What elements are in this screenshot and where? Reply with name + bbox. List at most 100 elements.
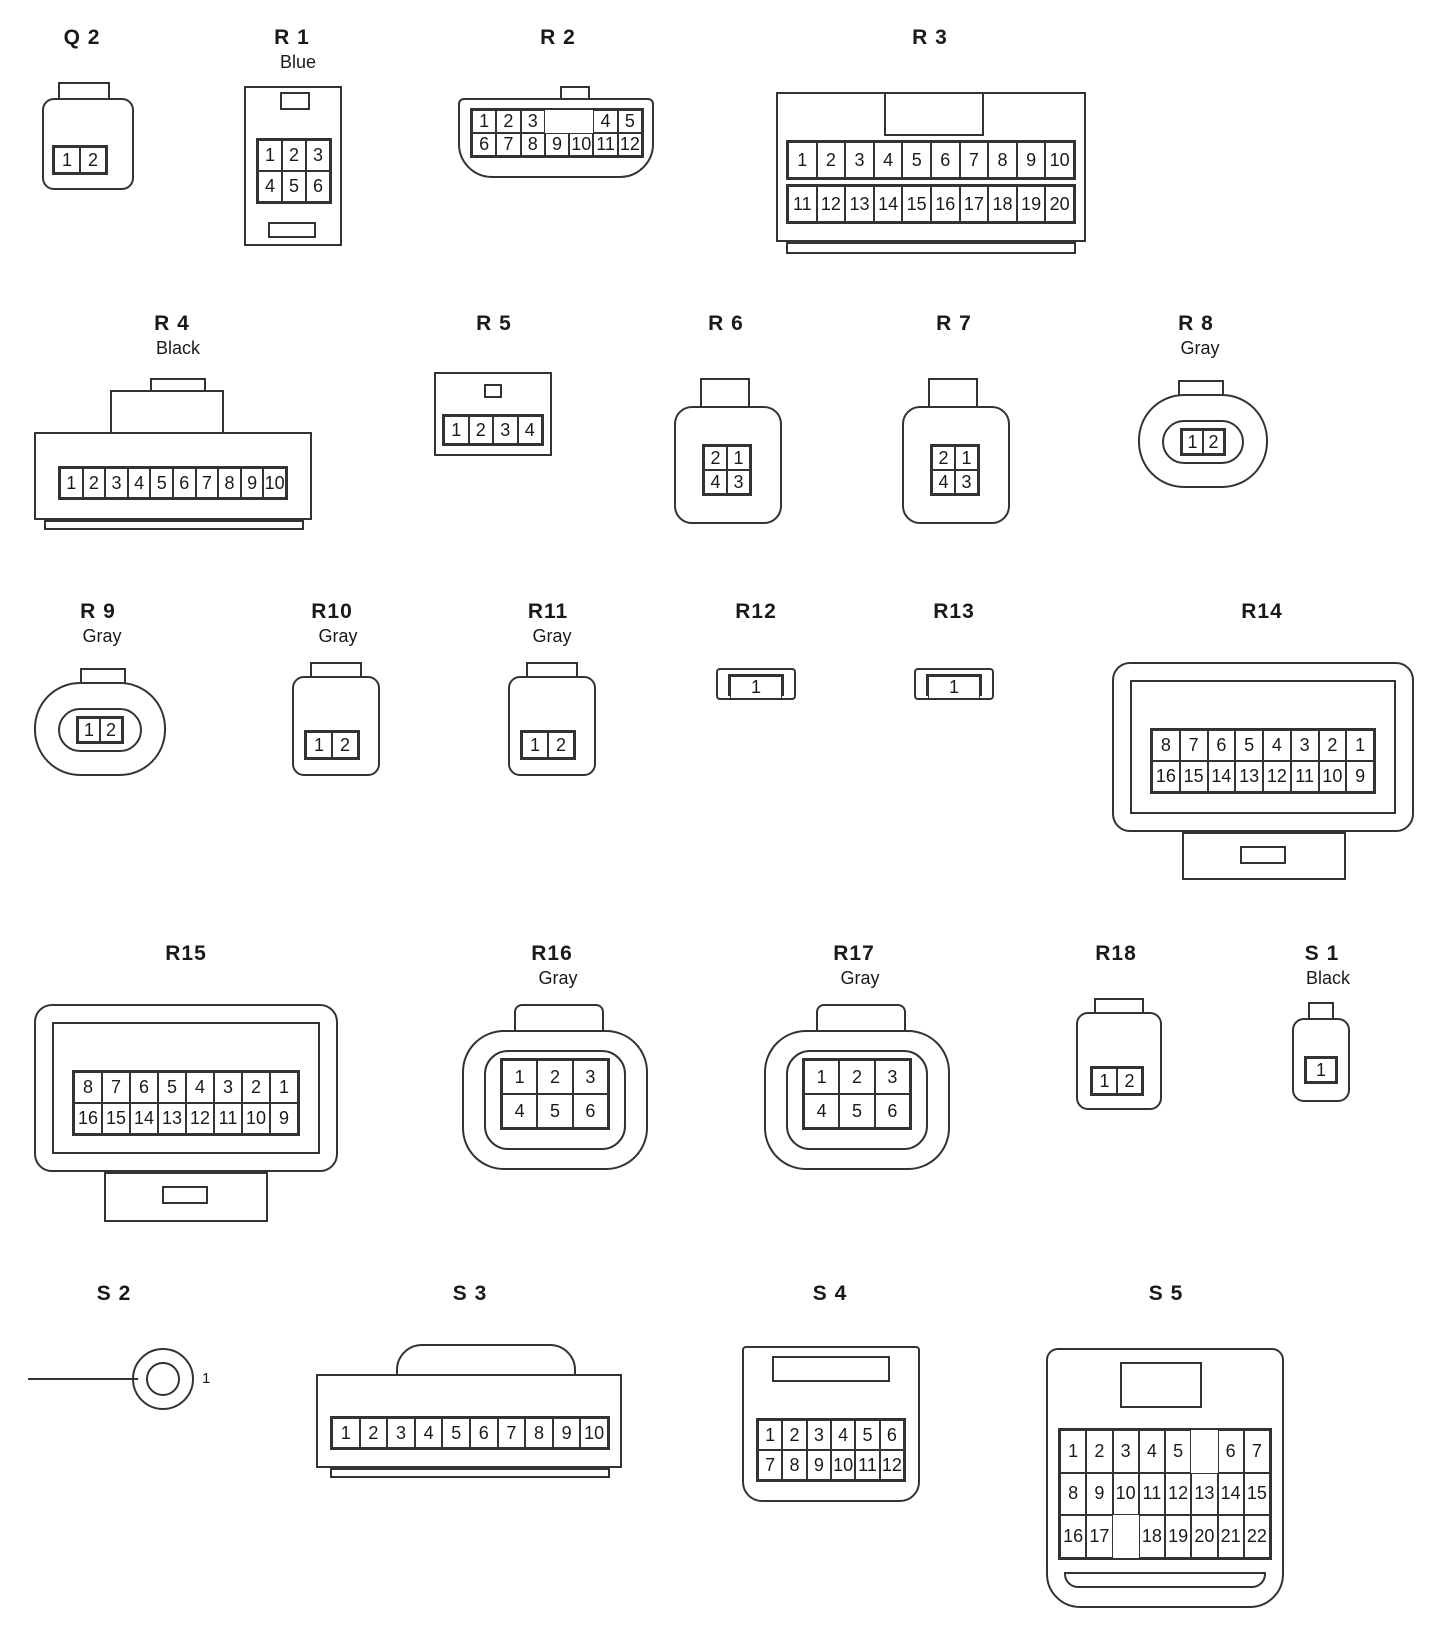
connector-id: R12 xyxy=(735,600,777,623)
pin-cell: 3 xyxy=(1290,730,1319,761)
pin-cell: 15 xyxy=(1179,761,1208,792)
pin-cell: 6 xyxy=(1217,1430,1244,1473)
pin-cell: 5 xyxy=(1165,1430,1192,1473)
pin-cell: 10 xyxy=(1045,142,1074,178)
pin-cell: 6 xyxy=(879,1420,904,1450)
pin-cell: 4 xyxy=(932,470,955,494)
connector-id: R 7 xyxy=(936,312,972,335)
pin-cell: 13 xyxy=(1191,1472,1218,1516)
housing xyxy=(42,98,134,190)
pin-cell: 12 xyxy=(1165,1472,1192,1516)
pin-cell: 18 xyxy=(1138,1515,1165,1558)
connector-id: R18 xyxy=(1095,942,1137,965)
latch xyxy=(1240,846,1286,864)
latch xyxy=(162,1186,208,1204)
connector-id: R13 xyxy=(933,600,975,623)
pin-cell: 4 xyxy=(1263,730,1291,761)
pin-cell: 8 xyxy=(218,468,241,498)
pin-cell: 9 xyxy=(1086,1472,1113,1516)
connector-id: R 1 xyxy=(274,26,310,49)
pin-cell: 4 xyxy=(831,1420,856,1450)
pin-cell: 2 xyxy=(1117,1068,1142,1094)
connector-id: R 2 xyxy=(540,26,576,49)
pin-cell: 3 xyxy=(572,1060,608,1094)
pin-cell: 1 xyxy=(928,676,980,699)
pin-cell: 12 xyxy=(617,133,642,156)
wire xyxy=(28,1378,138,1380)
ring-hole xyxy=(146,1362,180,1396)
pin-cell: 1 xyxy=(1182,430,1203,454)
pin-cell: 9 xyxy=(1016,142,1046,178)
pin-cell: 8 xyxy=(525,1418,553,1448)
pin-cell: 2 xyxy=(1086,1430,1113,1473)
pin-grid: 1 xyxy=(1304,1056,1338,1084)
pin-cell: 20 xyxy=(1045,186,1074,222)
pin-cell: 6 xyxy=(874,1094,910,1128)
pin-cell: 15 xyxy=(1243,1472,1270,1516)
pin-cell: 5 xyxy=(839,1094,875,1128)
pin-cell: 21 xyxy=(1217,1515,1244,1558)
pin-cell: 1 xyxy=(955,446,978,470)
connector-color: Gray xyxy=(532,626,572,646)
pin-cell: 3 xyxy=(387,1418,415,1448)
connector-id: S 1 xyxy=(1304,942,1340,965)
pin-cell: 4 xyxy=(127,468,151,498)
connector-id: R10 xyxy=(311,600,353,623)
connector-id: R17 xyxy=(833,942,875,965)
pin-cell: 11 xyxy=(1138,1472,1165,1516)
connector-id: R 5 xyxy=(476,312,512,335)
pin-cell: 14 xyxy=(1217,1472,1244,1516)
pin-cell: 2 xyxy=(782,1420,807,1450)
pin-cell: 14 xyxy=(130,1103,158,1134)
pin-cell: 4 xyxy=(517,416,542,444)
pin-cell: 1 xyxy=(1306,1058,1336,1082)
pin-cell: 2 xyxy=(359,1418,388,1448)
pin-cell: 10 xyxy=(569,133,594,156)
pin-cell: 9 xyxy=(544,133,570,156)
pin-cell: 2 xyxy=(704,446,727,470)
pin-cell: 17 xyxy=(1086,1515,1113,1558)
terminal-number: 1 xyxy=(202,1370,211,1387)
pin-cell: 1 xyxy=(258,140,282,171)
connector-id: Q 2 xyxy=(63,26,101,49)
pin-cell: 5 xyxy=(617,110,642,133)
pin-cell: 7 xyxy=(195,468,219,498)
pin-cell: 7 xyxy=(1243,1430,1270,1473)
pin-cell: 12 xyxy=(816,186,846,222)
pin-cell: 2 xyxy=(1318,730,1347,761)
pin-cell: 8 xyxy=(782,1450,807,1480)
pin-cell: 2 xyxy=(468,416,493,444)
pin-cell: 19 xyxy=(1016,186,1046,222)
connector-id: R11 xyxy=(527,600,569,623)
pin-cell: 16 xyxy=(74,1103,102,1134)
pin-cell: 10 xyxy=(263,468,286,498)
pin-cell: 3 xyxy=(306,140,330,171)
pin-cell: 19 xyxy=(1165,1515,1192,1558)
pin-cell: 7 xyxy=(959,142,989,178)
pin-cell: 2 xyxy=(82,468,106,498)
pin-cell: 3 xyxy=(874,1060,910,1094)
pin-cell xyxy=(1112,1515,1139,1558)
pin-cell: 4 xyxy=(1138,1430,1165,1473)
pin-cell: 6 xyxy=(572,1094,608,1128)
pin-cell: 16 xyxy=(1060,1515,1087,1558)
pin-cell: 1 xyxy=(788,142,817,178)
pin-cell: 1 xyxy=(727,446,750,470)
pin-cell: 13 xyxy=(845,186,874,222)
latch xyxy=(484,384,502,398)
connector-color: Gray xyxy=(1180,338,1220,358)
connector-id: R15 xyxy=(165,942,207,965)
pin-cell: 1 xyxy=(60,468,83,498)
connector-id: S 5 xyxy=(1148,1282,1184,1305)
pin-cell: 7 xyxy=(497,1418,526,1448)
connector-id: S 3 xyxy=(452,1282,488,1305)
pin-cell: 1 xyxy=(78,718,100,742)
pin-cell: 3 xyxy=(520,110,545,133)
pin-cell: 2 xyxy=(839,1060,875,1094)
pin-cell: 11 xyxy=(788,186,817,222)
